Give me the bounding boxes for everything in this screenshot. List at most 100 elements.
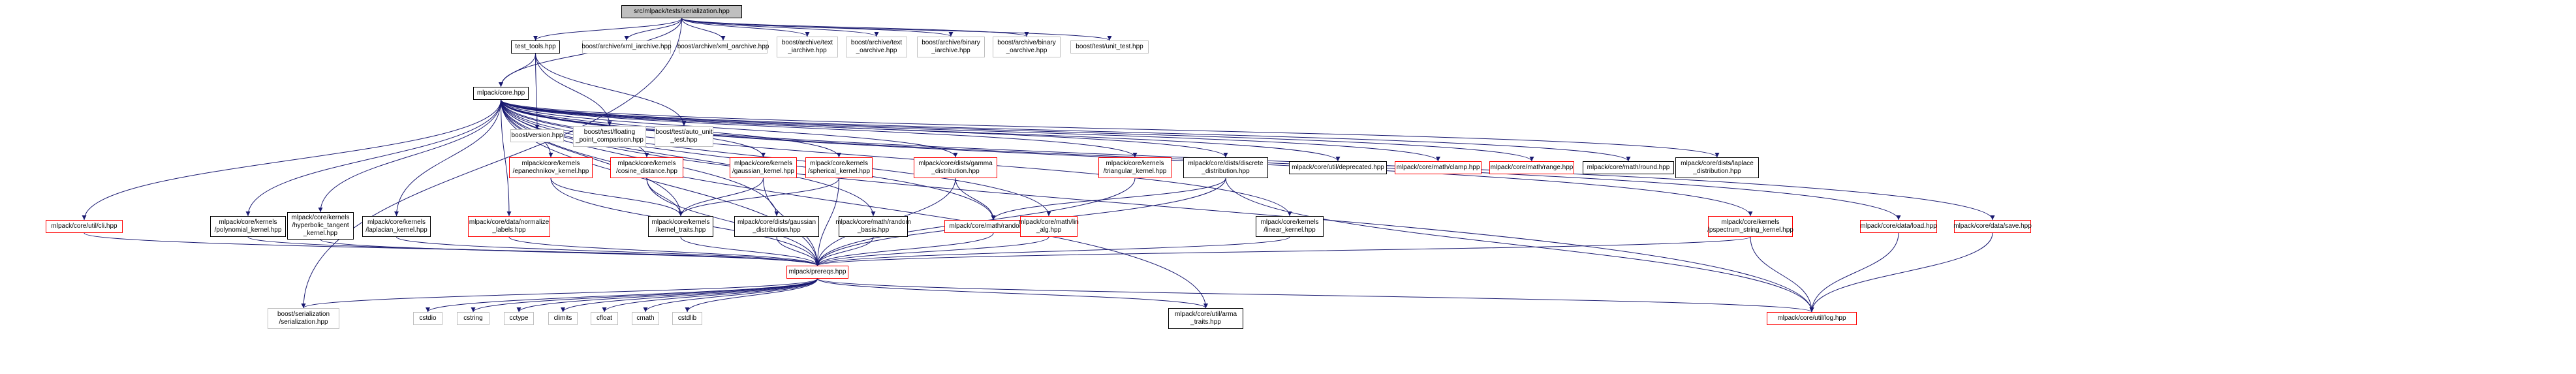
node-label-line: _distribution.hpp xyxy=(753,226,801,234)
node-binary-oarchive[interactable]: boost/archive/binary_oarchive.hpp xyxy=(993,37,1061,57)
node-label-line: mlpack/core/dists/laplace xyxy=(1681,160,1754,167)
node-label-line: climits xyxy=(553,315,572,322)
node-lin-alg[interactable]: mlpack/core/math/lin_alg.hpp xyxy=(1019,216,1079,237)
node-label-line: _kernel.hpp xyxy=(303,230,338,237)
edge-prereqs-to-cctype xyxy=(516,278,818,313)
node-label-line: boost/archive/text xyxy=(850,39,903,46)
node-label-line: _iarchive.hpp xyxy=(931,47,970,54)
node-label-line: /cosine_distance.hpp xyxy=(616,168,677,175)
node-clamp[interactable]: mlpack/core/math/clamp.hpp xyxy=(1395,161,1482,174)
node-label-line: cstring xyxy=(463,315,483,322)
node-log[interactable]: mlpack/core/util/log.hpp xyxy=(1767,312,1857,325)
node-cstdlib[interactable]: cstdlib xyxy=(672,312,702,325)
node-label-line: boost/archive/text xyxy=(781,39,833,46)
node-gaussian[interactable]: mlpack/core/kernels/gaussian_kernel.hpp xyxy=(730,157,797,178)
node-arma-traits[interactable]: mlpack/core/util/arma_traits.hpp xyxy=(1168,308,1243,329)
node-cstdio[interactable]: cstdio xyxy=(413,312,442,325)
node-label-line: boost/version.hpp xyxy=(511,132,563,139)
node-climits[interactable]: climits xyxy=(548,312,578,325)
node-label-line: src/mlpack/tests/serialization.hpp xyxy=(634,8,730,15)
node-spherical[interactable]: mlpack/core/kernels/spherical_kernel.hpp xyxy=(805,157,873,178)
node-cctype[interactable]: cctype xyxy=(504,312,534,325)
node-label-line: mlpack/core/util/log.hpp xyxy=(1777,315,1846,322)
edge-root-to-xml-oarchive xyxy=(681,18,726,41)
edge-core-to-clamp xyxy=(501,99,1440,162)
node-label-line: /hyperbolic_tangent xyxy=(292,222,349,229)
node-cfloat[interactable]: cfloat xyxy=(591,312,618,325)
node-version[interactable]: boost/version.hpp xyxy=(510,129,564,142)
edge-spherical-to-kernel-traits xyxy=(678,178,839,217)
node-label-line: /laplacian_kernel.hpp xyxy=(365,226,427,234)
node-label-line: boost/archive/binary xyxy=(922,39,980,46)
edge-core-to-triangular xyxy=(501,99,1138,158)
node-deprecated[interactable]: mlpack/core/util/deprecated.hpp xyxy=(1289,161,1387,174)
node-kernel-traits[interactable]: mlpack/core/kernels/kernel_traits.hpp xyxy=(648,216,713,237)
node-epanechnikov[interactable]: mlpack/core/kernels/epanechnikov_kernel.… xyxy=(509,157,593,178)
node-serialization[interactable]: boost/serialization/serialization.hpp xyxy=(268,308,339,329)
node-unit-test[interactable]: boost/test/unit_test.hpp xyxy=(1070,40,1149,54)
node-label-line: /polynomial_kernel.hpp xyxy=(214,226,282,234)
edge-core-to-deprecated xyxy=(501,99,1341,162)
edge-root-to-binary-oarchive xyxy=(681,18,1029,37)
node-label-line: mlpack/core/util/cli.hpp xyxy=(51,223,117,230)
node-label-line: mlpack/core/dists/gamma xyxy=(918,160,993,167)
node-prereqs[interactable]: mlpack/prereqs.hpp xyxy=(786,266,848,279)
edge-test-tools-to-version xyxy=(535,53,540,130)
node-label-line: cmath xyxy=(636,315,655,322)
edge-pspectrum-to-prereqs xyxy=(815,236,1751,266)
node-xml-iarchive[interactable]: boost/archive/xml_iarchive.hpp xyxy=(582,40,672,54)
edge-core-to-linear xyxy=(501,99,1292,217)
node-polynomial[interactable]: mlpack/core/kernels/polynomial_kernel.hp… xyxy=(210,216,286,237)
node-laplacian[interactable]: mlpack/core/kernels/laplacian_kernel.hpp xyxy=(362,216,431,237)
node-xml-oarchive[interactable]: boost/archive/xml_oarchive.hpp xyxy=(677,40,769,54)
node-label-line: mlpack/core/kernels xyxy=(1260,219,1319,226)
node-text-iarchive[interactable]: boost/archive/text_iarchive.hpp xyxy=(777,37,838,57)
node-label-line: boost/archive/xml_oarchive.hpp xyxy=(677,43,769,50)
node-cmath[interactable]: cmath xyxy=(632,312,659,325)
edge-root-to-text-iarchive xyxy=(681,18,810,37)
node-label-line: mlpack/core/kernels xyxy=(1106,160,1164,167)
node-cli[interactable]: mlpack/core/util/cli.hpp xyxy=(46,220,123,233)
node-label-line: mlpack/core/data/normalize xyxy=(469,219,550,226)
node-hyperbolic[interactable]: mlpack/core/kernels/hyperbolic_tangent_k… xyxy=(287,212,354,240)
node-label-line: boost/test/unit_test.hpp xyxy=(1076,43,1143,50)
node-linear[interactable]: mlpack/core/kernels/linear_kernel.hpp xyxy=(1256,216,1324,237)
node-random-basis[interactable]: mlpack/core/math/random_basis.hpp xyxy=(835,216,911,237)
node-label-line: mlpack/core/math/random.hpp xyxy=(949,223,1038,230)
node-core[interactable]: mlpack/core.hpp xyxy=(473,87,529,100)
node-triangular[interactable]: mlpack/core/kernels/triangular_kernel.hp… xyxy=(1098,157,1172,178)
node-range[interactable]: mlpack/core/math/range.hpp xyxy=(1489,161,1574,174)
node-floating[interactable]: boost/test/floating_point_comparison.hpp xyxy=(573,126,646,147)
node-label-line: /triangular_kernel.hpp xyxy=(1103,168,1167,175)
node-root[interactable]: src/mlpack/tests/serialization.hpp xyxy=(621,5,742,18)
node-laplace[interactable]: mlpack/core/dists/laplace_distribution.h… xyxy=(1675,157,1759,178)
node-label-line: mlpack/core/kernels xyxy=(219,219,277,226)
node-label-line: mlpack/core/kernels xyxy=(1721,219,1780,226)
node-pspectrum[interactable]: mlpack/core/kernels/pspectrum_string_ker… xyxy=(1707,216,1793,237)
node-load[interactable]: mlpack/core/data/load.hpp xyxy=(1860,220,1937,233)
node-cosine[interactable]: mlpack/core/kernels/cosine_distance.hpp xyxy=(610,157,683,178)
edge-gaussian-to-kernel-traits xyxy=(678,178,764,217)
edge-core-to-hyperbolic xyxy=(318,99,501,213)
node-round[interactable]: mlpack/core/math/round.hpp xyxy=(1583,161,1674,174)
edge-laplacian-to-prereqs xyxy=(396,236,820,266)
node-gamma[interactable]: mlpack/core/dists/gamma_distribution.hpp xyxy=(914,157,997,178)
node-label-line: mlpack/core/kernels xyxy=(291,214,350,221)
node-save[interactable]: mlpack/core/data/save.hpp xyxy=(1953,220,2032,233)
node-auto-unit[interactable]: boost/test/auto_unit_test.hpp xyxy=(655,126,713,147)
node-test-tools[interactable]: test_tools.hpp xyxy=(511,40,560,54)
node-label-line: mlpack/core/kernels xyxy=(367,219,426,226)
edge-epanechnikov-to-kernel-traits xyxy=(550,178,683,217)
node-text-oarchive[interactable]: boost/archive/text_oarchive.hpp xyxy=(846,37,907,57)
node-label-line: mlpack/core/math/range.hpp xyxy=(1490,164,1574,171)
node-normalize[interactable]: mlpack/core/data/normalize_labels.hpp xyxy=(468,216,550,237)
node-label-line: /spherical_kernel.hpp xyxy=(807,168,871,175)
node-gaussian-dist[interactable]: mlpack/core/dists/gaussian_distribution.… xyxy=(734,216,819,237)
node-label-line: mlpack/core/kernels xyxy=(521,160,580,167)
edge-test-tools-to-core xyxy=(499,53,536,87)
node-cstring[interactable]: cstring xyxy=(457,312,489,325)
node-label-line: _iarchive.hpp xyxy=(788,47,827,54)
node-binary-iarchive[interactable]: boost/archive/binary_iarchive.hpp xyxy=(917,37,985,57)
node-label-line: mlpack/core/util/arma xyxy=(1174,311,1237,318)
node-discrete[interactable]: mlpack/core/dists/discrete_distribution.… xyxy=(1183,157,1268,178)
